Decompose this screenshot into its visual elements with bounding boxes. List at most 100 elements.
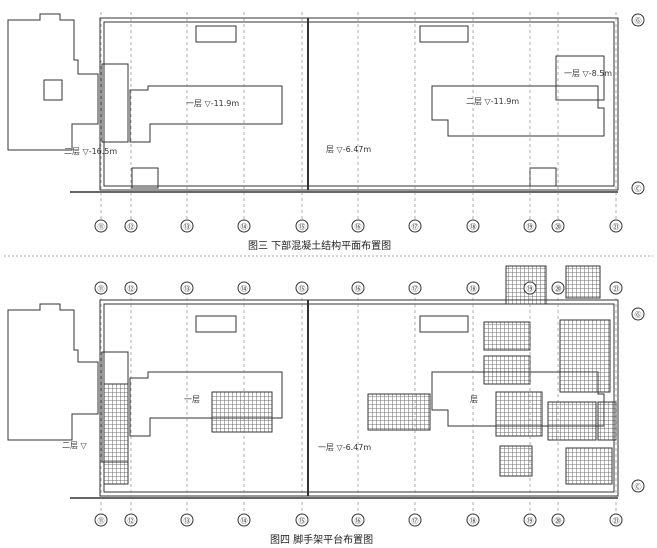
- bottom-axis-bottom-circle: [180, 513, 194, 527]
- bottom-axis-top-circle: [408, 281, 422, 295]
- bottom-axis-bottom-circle: [351, 513, 365, 527]
- bottom-axis-top-circle: [94, 281, 108, 295]
- top-bottom-right-room: [529, 167, 557, 187]
- bottom-axis-bottom-label: ⑰: [412, 517, 419, 525]
- top-figure-caption: 图三 下部混凝土结构平面布置图: [248, 241, 392, 252]
- top-axis-bottom-circle: [551, 219, 565, 233]
- top-axis-bottom-label: ⑱: [470, 223, 477, 231]
- bottom-axis-top-label: ⑳: [555, 285, 562, 293]
- bottom-axis-top-label: ⑲: [527, 285, 534, 293]
- bottom-floor-label: 一层: [184, 395, 200, 404]
- bottom-axis-top-circle: [609, 281, 623, 295]
- top-axis-bottom-circle: [295, 219, 309, 233]
- top-floor-label: 一层 ▽-8.5m: [564, 69, 612, 78]
- bottom-axis-top-circle: [551, 281, 565, 295]
- scaffold-platform: [367, 393, 431, 431]
- bottom-axis-top-label: ⑭: [241, 285, 248, 293]
- bottom-axis-top-label: ⑫: [128, 285, 135, 293]
- bottom-axis-top-label: ⑱: [470, 285, 477, 293]
- top-axis-bottom-circle: [466, 219, 480, 233]
- bottom-floor-zone-a: [129, 371, 283, 437]
- bottom-slab-1: [195, 315, 237, 333]
- top-axis-bottom-circle: [124, 219, 138, 233]
- bottom-axis-top-circle: [351, 281, 365, 295]
- top-axis-bottom-circle: [408, 219, 422, 233]
- top-axis-bottom-circle: [94, 219, 108, 233]
- scaffold-platform: [483, 355, 531, 385]
- bottom-axis-top-circle: [237, 281, 251, 295]
- bottom-axis-bottom-circle: [523, 513, 537, 527]
- bottom-floor-label: 二层 ▽: [62, 441, 88, 450]
- bottom-axis-top-label: ⑬: [184, 285, 191, 293]
- bottom-main-outline: [99, 299, 619, 497]
- scaffold-platforms: [103, 265, 617, 485]
- bottom-axis-bottom-label: ⑬: [184, 517, 191, 525]
- bottom-axis-bottom-label: ⑲: [527, 517, 534, 525]
- top-axis-bottom-circle: [237, 219, 251, 233]
- top-floor-label: 二层 ▽-16.5m: [64, 147, 117, 156]
- scaffold-platform: [597, 401, 617, 441]
- top-axis-bottom-label: ⑪: [98, 223, 105, 231]
- bottom-axis-bottom-circle: [408, 513, 422, 527]
- top-bottom-left-room: [131, 167, 159, 189]
- top-axis-bottom-label: ⑰: [412, 223, 419, 231]
- bottom-axis-right-g-label: Ⓖ: [635, 311, 642, 319]
- scaffold-platform: [483, 321, 531, 351]
- bottom-axis-top-label: ⑪: [98, 285, 105, 293]
- bottom-axis-bottom-circle: [237, 513, 251, 527]
- bottom-axis-bottom-label: ⑪: [98, 517, 105, 525]
- top-left-wing: [7, 13, 99, 151]
- top-slab-1: [195, 25, 237, 43]
- bottom-axis-top-label: ⑮: [299, 285, 306, 293]
- top-floor-zone-b: [431, 85, 605, 137]
- top-axis-bottom-circle: [351, 219, 365, 233]
- top-floor-label: 一层 ▽-11.9m: [186, 99, 239, 108]
- bottom-left-wing: [7, 303, 99, 441]
- bottom-axis-top-circle: [523, 281, 537, 295]
- top-plan: [7, 13, 619, 193]
- top-main-inner: [103, 21, 615, 187]
- top-axis-bottom-label: ⑯: [355, 223, 362, 231]
- bottom-axis-bottom-label: ⑫: [128, 517, 135, 525]
- scaffold-platform: [565, 447, 613, 485]
- bottom-floor-label: 一层 ▽-6.47m: [318, 443, 371, 452]
- bottom-floor-label: 层: [470, 395, 478, 404]
- scaffold-platform: [547, 401, 597, 441]
- bottom-axis-top-circle: [466, 281, 480, 295]
- scaffold-platform: [211, 391, 273, 433]
- top-main-outline: [99, 17, 619, 191]
- scaffold-platform: [559, 319, 611, 393]
- bottom-axis-top-label: ㉑: [613, 285, 620, 293]
- bottom-axis-bottom-circle: [551, 513, 565, 527]
- bottom-axis-top-circle: [180, 281, 194, 295]
- scaffold-platform: [103, 383, 129, 485]
- bottom-axis-top-label: ⑯: [355, 285, 362, 293]
- top-left-room: [43, 79, 63, 101]
- bottom-axis-right-g-circle: [631, 307, 645, 321]
- bottom-axis-bottom-label: ⑯: [355, 517, 362, 525]
- bottom-axis-bottom-label: ⑭: [241, 517, 248, 525]
- top-stair-room: [555, 55, 605, 101]
- bottom-axis-bottom-circle: [94, 513, 108, 527]
- bottom-axis-bottom-label: ⑮: [299, 517, 306, 525]
- top-floor-label: 二层 ▽-11.9m: [466, 97, 519, 106]
- bottom-axis-right-c-label: Ⓒ: [635, 483, 642, 491]
- top-axis-right-c-label: Ⓒ: [635, 185, 642, 193]
- top-left-room-2: [101, 63, 129, 143]
- bottom-axis-top-circle: [295, 281, 309, 295]
- top-axis-bottom-label: ⑳: [555, 223, 562, 231]
- top-axis-bottom-circle: [180, 219, 194, 233]
- top-axis-right-g-label: Ⓖ: [635, 17, 642, 25]
- top-axis-bottom-label: ⑮: [299, 223, 306, 231]
- bottom-axis-top-circle: [124, 281, 138, 295]
- bottom-axis-bottom-label: ⑱: [470, 517, 477, 525]
- top-axis-bottom-circle: [609, 219, 623, 233]
- bottom-axis-bottom-circle: [124, 513, 138, 527]
- bottom-axis-bottom-label: ⑳: [555, 517, 562, 525]
- top-axis-bottom-label: ⑭: [241, 223, 248, 231]
- bottom-axis-top-label: ⑰: [412, 285, 419, 293]
- bottom-axis-bottom-circle: [609, 513, 623, 527]
